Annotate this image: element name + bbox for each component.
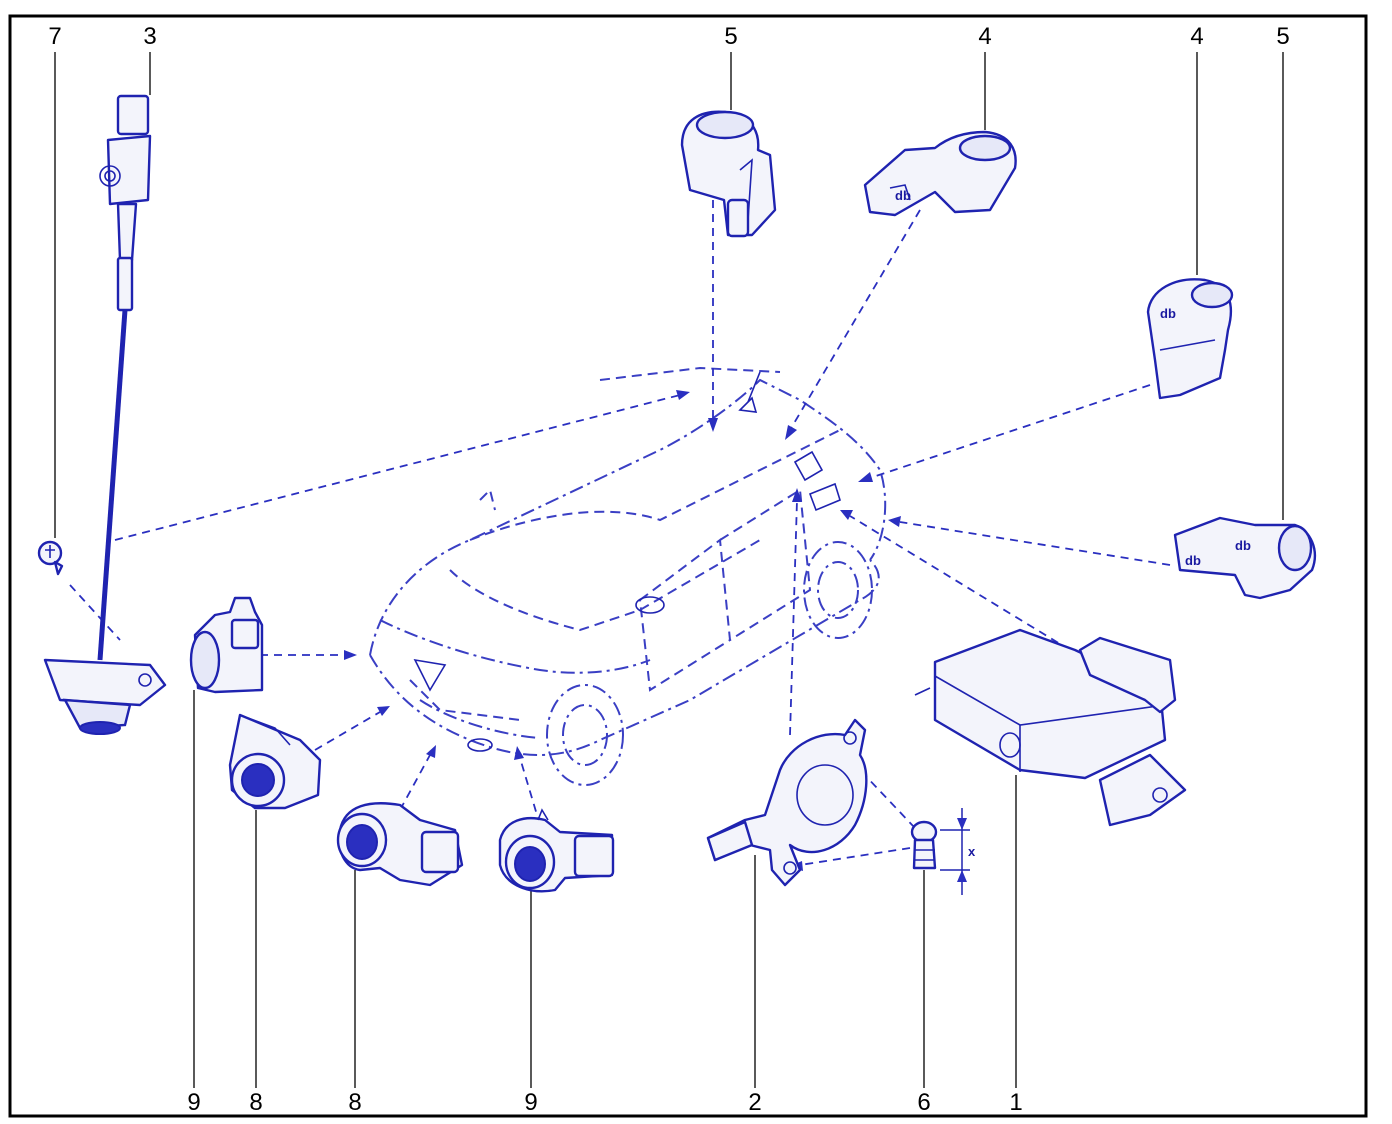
svg-text:db: db <box>1185 553 1201 568</box>
leader-lines <box>54 52 1284 1088</box>
svg-text:db: db <box>1160 306 1176 321</box>
callout-1: 1 <box>1009 1089 1022 1116</box>
part-sensor-4-right: db <box>1146 278 1234 400</box>
svg-text:db: db <box>895 188 911 203</box>
dimension-x-label: x <box>968 844 976 859</box>
part-sensor-4-top: db <box>863 130 1017 217</box>
diagram-frame <box>8 14 1368 1118</box>
pointer-arrows <box>69 200 1171 871</box>
callout-7: 7 <box>48 23 61 50</box>
svg-text:db: db <box>1235 538 1251 553</box>
part-sensor-8-mid <box>336 802 464 887</box>
callout-9-mid: 9 <box>524 1089 537 1116</box>
callout-9-left: 9 <box>187 1089 200 1116</box>
part-sensor-9-mid <box>498 808 615 893</box>
top-callouts: 7 3 5 4 4 5 <box>48 23 1289 50</box>
callout-6: 6 <box>917 1089 930 1116</box>
bottom-callouts: 9 8 8 9 2 6 1 <box>187 1089 1022 1116</box>
callout-5-top: 5 <box>724 23 737 50</box>
part-buzzer <box>706 718 868 887</box>
part-control-module <box>914 628 1187 827</box>
callout-2: 2 <box>748 1089 761 1116</box>
part-sensor-8-left <box>228 713 322 810</box>
vehicle-outline <box>369 366 887 786</box>
callout-8-left: 8 <box>249 1089 262 1116</box>
callout-8-mid: 8 <box>348 1089 361 1116</box>
part-sensor-9-left <box>189 596 264 694</box>
part-camera-harness <box>37 94 167 735</box>
callout-4-top: 4 <box>978 23 991 50</box>
part-sensor-5-right: db db <box>1173 516 1317 600</box>
callout-3: 3 <box>143 23 156 50</box>
part-clip-6: x <box>910 808 976 895</box>
callout-5-right: 5 <box>1276 23 1289 50</box>
part-sensor-5-top <box>680 110 777 238</box>
callout-4-right: 4 <box>1190 23 1203 50</box>
